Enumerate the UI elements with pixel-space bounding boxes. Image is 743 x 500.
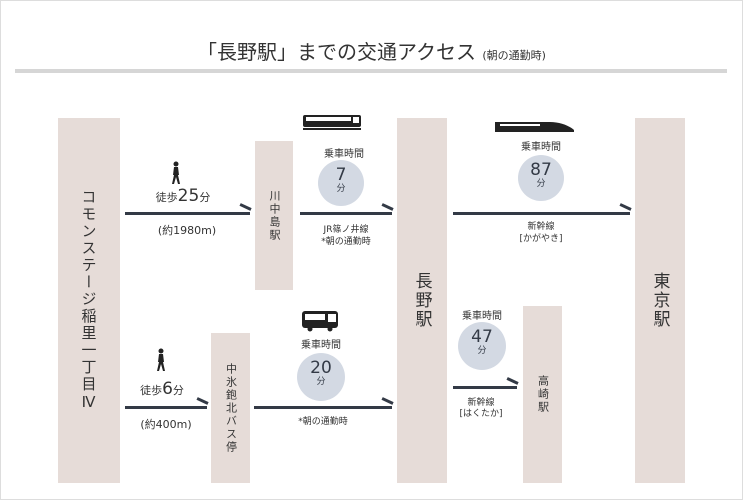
ride-time-label: 乗車時間 <box>301 340 341 351</box>
arrow-bus <box>254 406 392 409</box>
hakutaka-line: 新幹線 <box>467 398 495 408</box>
station-kawanakajima: 川中島駅 <box>255 141 293 290</box>
arrow-kagayaki <box>453 212 630 215</box>
arrow-hakutaka <box>453 386 517 389</box>
title-sub: (朝の通勤時) <box>482 49 546 62</box>
station-takasaki-label: 高崎駅 <box>536 375 550 414</box>
bus-icon <box>302 311 338 332</box>
arrow-walk2 <box>125 406 207 409</box>
station-kawanakajima-label: 川中島駅 <box>268 189 281 242</box>
station-takasaki: 高崎駅 <box>523 306 562 483</box>
station-tokyo: 東京駅 <box>635 118 685 483</box>
train-note: *朝の通勤時 <box>321 237 371 247</box>
station-origin: コモンステージ稲里一丁目Ⅳ <box>58 118 120 483</box>
ride-minutes: 47 <box>471 327 493 347</box>
station-tokyo-label: 東京駅 <box>649 272 670 329</box>
walk-unit: 分 <box>199 191 211 204</box>
page-title: 「長野駅」までの交通アクセス (朝の通勤時) <box>0 36 743 65</box>
ride-time-label: 乗車時間 <box>462 311 502 322</box>
hakutaka-name: [はくたか] <box>459 409 503 419</box>
station-nakahiganna-label: 中氷鉋北バス停 <box>224 362 238 454</box>
station-nagano-label: 長野駅 <box>411 272 432 329</box>
ride-unit: 分 <box>316 377 326 387</box>
ride-time-label: 乗車時間 <box>324 149 364 160</box>
walk-minutes: 6 <box>162 379 173 399</box>
title-divider <box>15 69 727 73</box>
ride-minutes: 7 <box>335 165 347 185</box>
arrow-walk1 <box>125 212 250 215</box>
kagayaki-name: [かがやき] <box>519 234 563 244</box>
walk-prefix: 徒歩 <box>155 191 178 204</box>
station-nakahiganna-bus-stop: 中氷鉋北バス停 <box>211 333 250 483</box>
title-main: 「長野駅」までの交通アクセス <box>197 40 477 64</box>
shinkansen-icon <box>495 122 574 132</box>
walk1-distance: (約1980m) <box>157 224 217 237</box>
walk-prefix: 徒歩 <box>140 384 163 397</box>
walking-person-icon <box>157 348 165 371</box>
bus-note: *朝の通勤時 <box>298 417 348 427</box>
ride-unit: 分 <box>336 184 346 194</box>
walk-unit: 分 <box>172 384 184 397</box>
ride-minutes: 20 <box>310 358 332 378</box>
ride-minutes: 87 <box>530 160 552 180</box>
walk2-distance: (約400m) <box>140 418 192 431</box>
ride-unit: 分 <box>536 179 546 189</box>
walk-minutes: 25 <box>177 186 200 206</box>
ride-unit: 分 <box>477 346 487 356</box>
walk1-time: 徒歩25分 <box>156 186 211 206</box>
arrow-train <box>300 212 392 215</box>
station-origin-label: コモンステージ稲里一丁目Ⅳ <box>79 188 98 413</box>
train-line-name: JR篠ノ井線 <box>323 225 369 235</box>
ride-time-label: 乗車時間 <box>521 142 561 153</box>
walking-person-icon <box>172 161 180 184</box>
walk2-time: 徒歩6分 <box>140 379 184 399</box>
train-icon <box>303 115 361 130</box>
kagayaki-line: 新幹線 <box>527 222 555 232</box>
station-nagano: 長野駅 <box>397 118 447 483</box>
